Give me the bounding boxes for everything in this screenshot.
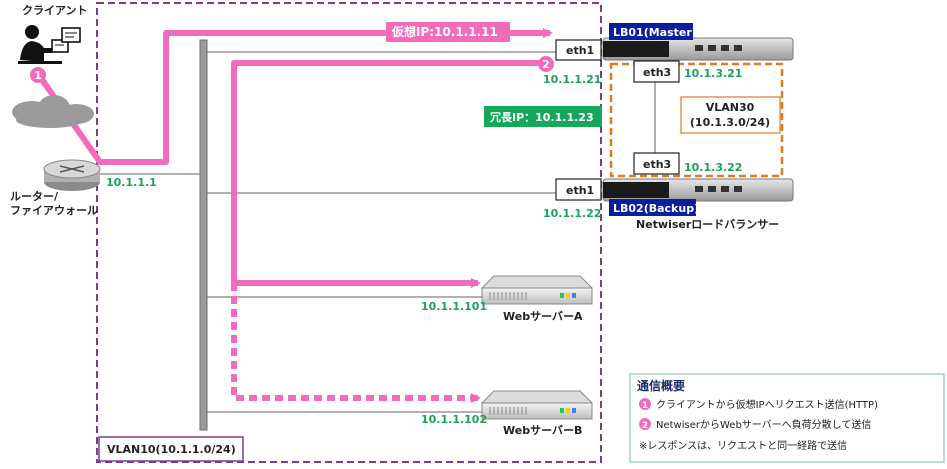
lb02-eth3-label: eth3 — [643, 158, 671, 171]
vlan30-line1: VLAN30 — [706, 101, 755, 114]
svg-text:2: 2 — [642, 421, 648, 431]
web-server-b-label: WebサーバーB — [503, 424, 582, 437]
svg-text:1: 1 — [642, 401, 648, 411]
lb02-eth1-box — [555, 178, 602, 201]
lb01-name-badge — [609, 23, 693, 40]
legend-title: 通信概要 — [637, 378, 685, 393]
legend-item-2: NetwiserからWebサーバーへ負荷分散して送信 — [656, 418, 871, 431]
lb02-name: LB02(Backup) — [613, 202, 699, 215]
virtual-ip-label: 仮想IP:10.1.1.11 — [391, 24, 498, 39]
network-links — [100, 51, 656, 413]
web-server-a-ip: 10.1.1.101 — [421, 300, 487, 313]
vlan10-label-box — [98, 436, 244, 462]
legend-note: ※レスポンスは、リクエストと同一経路で送信 — [639, 439, 847, 452]
router-icon — [43, 159, 101, 191]
vlan10-label: VLAN10(10.1.1.0/24) — [107, 443, 236, 456]
vlan30-boundary — [609, 62, 784, 178]
redundant-ip-label: 冗長IP：10.1.1.23 — [489, 111, 594, 124]
vlan30-label-box — [680, 96, 781, 134]
lb01-eth1-label: eth1 — [566, 44, 594, 57]
router-label-line1: ルーター/ — [10, 190, 59, 203]
legend-item-1: クライアントから仮想IPへリクエスト送信(HTTP) — [656, 398, 878, 411]
step-2-badge: 2 — [538, 56, 554, 72]
vlan10-boundary — [96, 2, 602, 463]
vlan30-line2: (10.1.3.0/24) — [690, 116, 770, 129]
flow-request-arrow — [35, 28, 553, 165]
switch-backbone — [199, 39, 208, 431]
lb01-eth1-box — [555, 39, 602, 61]
lb01-eth3-box — [633, 60, 680, 83]
router-label-line2: ファイアウォール — [10, 204, 98, 217]
lb-caption: Netwiserロードバランサー — [636, 218, 779, 231]
lb01-eth1-ip: 10.1.1.21 — [543, 73, 601, 86]
web-server-a-icon — [480, 275, 594, 305]
lb02-eth1-label: eth1 — [566, 184, 594, 197]
step-1-badge: 1 — [30, 67, 46, 83]
lb01-device — [602, 37, 794, 61]
redundant-ip-badge — [484, 106, 602, 127]
web-server-b-ip: 10.1.1.102 — [421, 413, 487, 426]
web-server-a-label: WebサーバーA — [503, 310, 583, 323]
lb01-eth3-ip: 10.1.3.21 — [684, 67, 742, 80]
lb01-name: LB01(Master) — [613, 26, 697, 39]
svg-text:1: 1 — [34, 69, 42, 82]
lb02-eth1-ip: 10.1.1.22 — [543, 207, 601, 220]
flow-distribute-arrow-a — [231, 60, 548, 288]
svg-text:2: 2 — [542, 58, 550, 71]
lb02-eth3-box — [633, 152, 680, 175]
flow-distribute-arrow-b — [231, 283, 481, 403]
legend-panel: 通信概要 1 クライアントから仮想IPへリクエスト送信(HTTP) 2 Netw… — [629, 373, 945, 463]
virtual-ip-badge — [386, 22, 510, 42]
lb02-eth3-ip: 10.1.3.22 — [684, 161, 742, 174]
web-server-b-icon — [480, 390, 594, 420]
router-ip: 10.1.1.1 — [106, 176, 157, 189]
client-icon — [18, 25, 81, 64]
lb02-name-badge — [609, 199, 696, 216]
lb02-device — [602, 178, 794, 202]
cloud-icon — [12, 95, 94, 128]
lb01-eth3-label: eth3 — [643, 66, 671, 79]
client-label: クライアント — [22, 4, 88, 17]
